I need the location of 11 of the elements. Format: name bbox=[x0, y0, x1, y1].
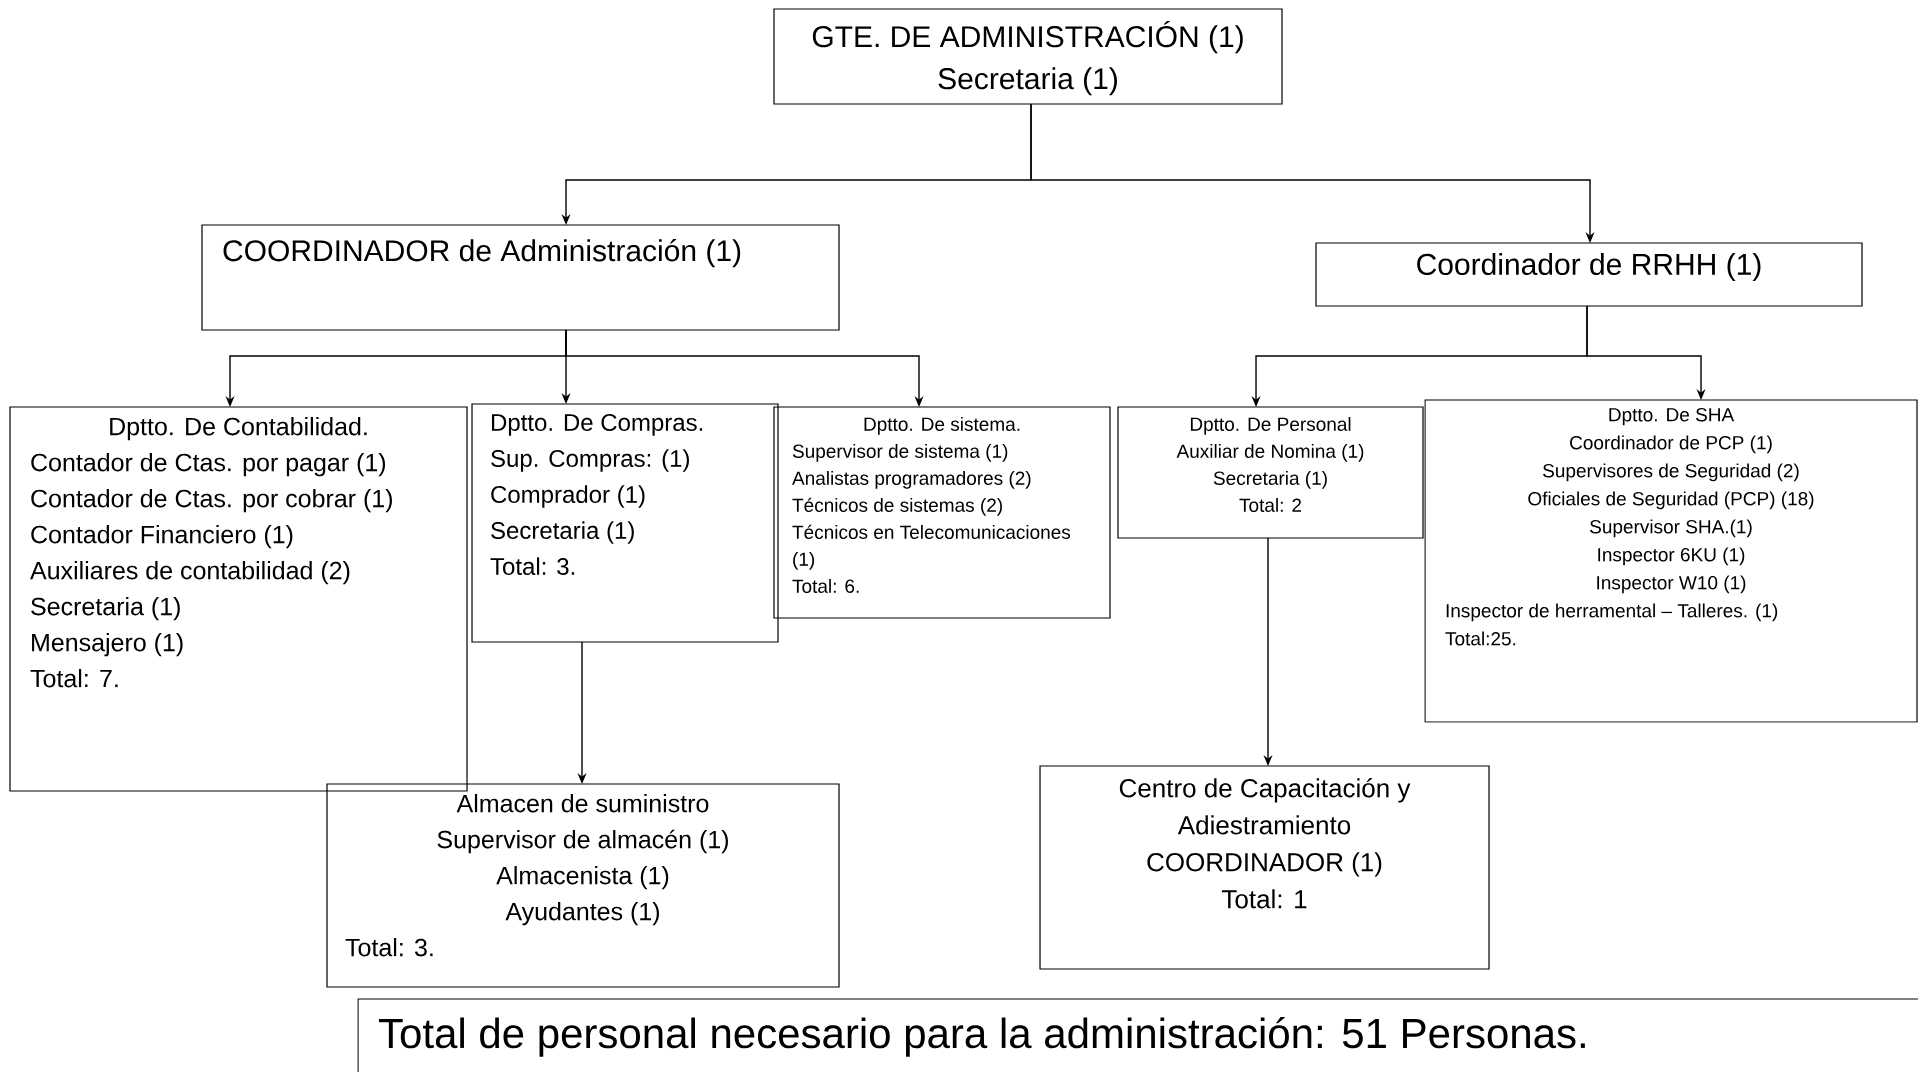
org-box: GTE. DE ADMINISTRACIÓN (1) Secretaria (1) bbox=[773, 8, 1283, 105]
org-box: Dptto. De Contabilidad. Contador de Ctas. por pagar (1) Contador de Ctas. por cobrar (1) Contador Financiero (1) Auxiliares de contabilidad (2) Secretaria (1) Mensajero (1) Total: 7. bbox=[9, 406, 468, 792]
org-box: Almacen de suministro Supervisor de almacén (1) Almacenista (1) Ayudantes (1) Total: 3. bbox=[326, 783, 840, 988]
org-box: Coordinador de RRHH (1) bbox=[1315, 242, 1863, 307]
org-box: Centro de Capacitación y Adiestramiento COORDINADOR (1) Total: 1 bbox=[1039, 765, 1490, 970]
org-box: Total de personal necesario para la administración: 51 Personas. bbox=[357, 998, 1918, 1072]
org-box: Dptto. De Compras. Sup. Compras: (1) Comprador (1) Secretaria (1) Total: 3. bbox=[471, 403, 779, 643]
org-box: Dptto. De Personal Auxiliar de Nomina (1) Secretaria (1) Total: 2 bbox=[1117, 406, 1424, 539]
org-box: Dptto. De SHA Coordinador de PCP (1) Supervisores de Seguridad (2) Oficiales de Seguridad (PCP) (18) Supervisor SHA.(1) Inspector 6KU (1) Inspector W10 (1) Inspector de herramental – Talleres. (1) Total:25. bbox=[1424, 399, 1918, 723]
org-box: COORDINADOR de Administración (1) bbox=[201, 224, 840, 331]
org-box: Dptto. De sistema. Supervisor de sistema (1) Analistas programadores (2) Técnicos de sistemas (2) Técnicos en Telecomunicaciones (1) Total: 6. bbox=[773, 406, 1111, 619]
